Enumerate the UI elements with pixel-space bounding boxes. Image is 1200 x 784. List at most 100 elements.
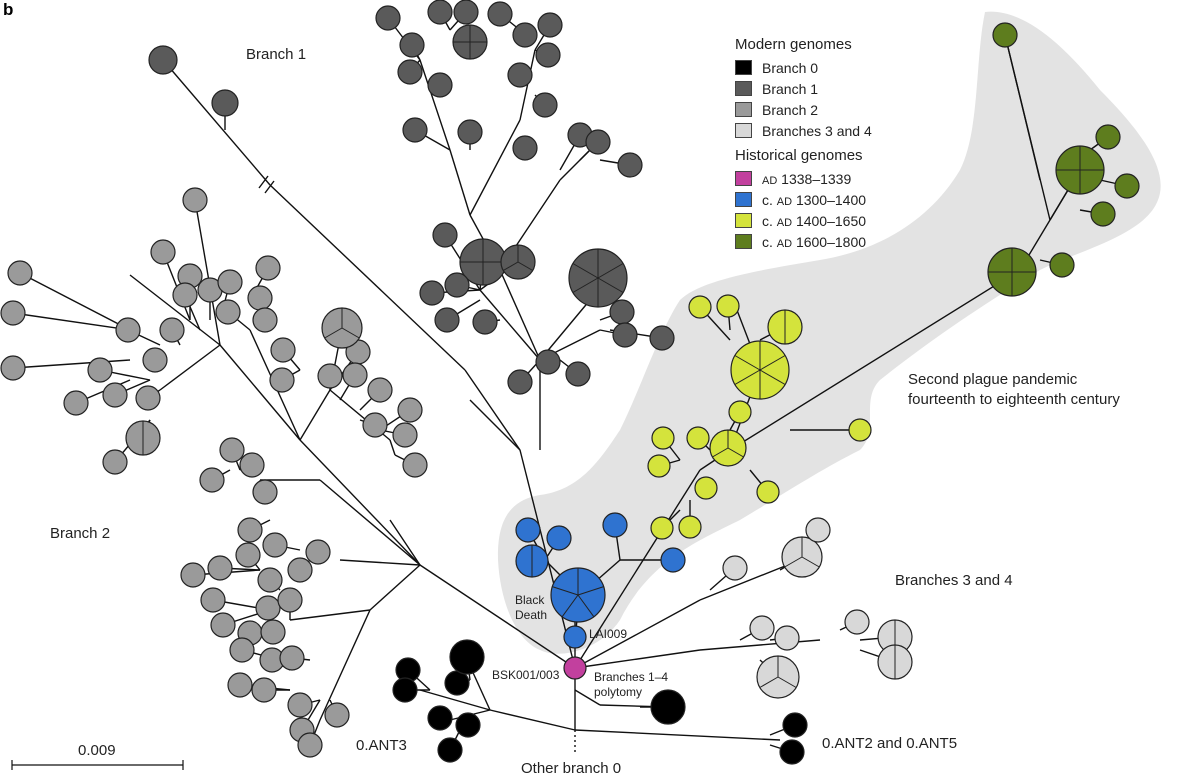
tree-edge (389, 439, 396, 456)
label-ant25: 0.ANT2 and 0.ANT5 (822, 735, 958, 752)
tree-edge (479, 289, 541, 361)
branch34-node (877, 644, 913, 680)
label-pandemic-1: Second plague pandemic (908, 371, 1078, 388)
label-black-death-2: Death (515, 608, 548, 622)
label-ant3: 0.ANT3 (356, 737, 407, 754)
branch0-node (782, 712, 808, 738)
branch0-node (449, 639, 485, 675)
ad1400-node (730, 340, 790, 400)
legend-item-ad1400: c. AD 1400–1650 (735, 210, 872, 231)
tree-edge (162, 59, 271, 186)
branch2-node (215, 299, 241, 325)
branch2-node (270, 337, 296, 363)
branch2-node (402, 452, 428, 478)
tree-edge (1004, 34, 1041, 181)
branch1-node (444, 272, 470, 298)
tree-edge (464, 369, 521, 451)
ad1600-node (987, 247, 1037, 297)
legend: Modern genomes Branch 0 Branch 1 Branch … (735, 36, 872, 252)
branch1-node (397, 59, 423, 85)
branch1-node (609, 299, 635, 325)
branch34-node (844, 609, 870, 635)
legend-label: Branches 3 and 4 (762, 122, 872, 139)
legend-item-branches34: Branches 3 and 4 (735, 120, 872, 141)
label-branch1: Branch 1 (246, 46, 307, 63)
branch34-node (722, 555, 748, 581)
tree-edge (469, 399, 521, 451)
tree-edge (574, 649, 701, 669)
ad1300-node (546, 525, 572, 551)
branch1-node (487, 1, 513, 27)
tree-edge (299, 389, 331, 441)
tree-edge (499, 269, 541, 361)
legend-item-branch0: Branch 0 (735, 57, 872, 78)
legend-item-branch2: Branch 2 (735, 99, 872, 120)
branch1-node (568, 248, 628, 308)
branch1-node (434, 307, 460, 333)
branch34-node (781, 536, 823, 578)
branch-break-mark (258, 175, 275, 194)
tree-edge (299, 439, 421, 566)
tree-edge (269, 184, 466, 371)
branch2-node (7, 260, 33, 286)
branch1-node (432, 222, 458, 248)
branch2-node (321, 307, 363, 349)
legend-swatch (735, 123, 752, 138)
branch2-node (239, 452, 265, 478)
branch2-node (102, 449, 128, 475)
tree-edge (469, 119, 521, 216)
branch0-node (392, 677, 418, 703)
lai009-node (563, 625, 587, 649)
branch1-node (649, 325, 675, 351)
tree-edge (219, 344, 301, 441)
branch2-node (297, 732, 323, 758)
legend-label: Branch 1 (762, 80, 819, 97)
branch1-node (500, 244, 536, 280)
branch1-node (427, 72, 453, 98)
ad1400-node (728, 400, 752, 424)
tree-edge (699, 559, 801, 601)
branch1-node (459, 238, 507, 286)
legend-item-ad1600: c. AD 1600–1800 (735, 231, 872, 252)
ad1600-node (992, 22, 1018, 48)
branch2-node (287, 557, 313, 583)
branch2-node (210, 612, 236, 638)
branch0-node (650, 689, 686, 725)
label-pandemic-2: fourteenth to eighteenth century (908, 391, 1120, 408)
branch1-node (612, 322, 638, 348)
legend-modern-title: Modern genomes (735, 36, 852, 53)
tree-edge (129, 274, 221, 346)
branch2-node (172, 282, 198, 308)
branch2-node (115, 317, 141, 343)
branch2-node (392, 422, 418, 448)
tree-edge (319, 609, 371, 721)
branch1-node (472, 309, 498, 335)
ad1600-node (1114, 173, 1140, 199)
tree-edge (289, 609, 371, 621)
label-bsk: BSK001/003 (492, 668, 560, 682)
polytomy-node (563, 656, 587, 680)
branch2-node (255, 595, 281, 621)
label-branch2: Branch 2 (50, 525, 111, 542)
branch1-node (617, 152, 643, 178)
legend-swatch (735, 60, 752, 75)
branch34-node (749, 615, 775, 641)
branch2-node (305, 539, 331, 565)
ad1400-node (651, 426, 675, 450)
branch2-node (182, 187, 208, 213)
branch2-node (262, 532, 288, 558)
tree-edge (19, 272, 131, 331)
branch34-node (774, 625, 800, 651)
branch2-node (207, 555, 233, 581)
legend-label: AD 1338–1339 (762, 170, 852, 187)
branch2-node (102, 382, 128, 408)
branch2-node (229, 637, 255, 663)
branch2-node (362, 412, 388, 438)
branch2-node (217, 269, 243, 295)
branch1-node (453, 0, 479, 25)
tree-edge (339, 559, 421, 566)
tree-edge (729, 269, 1021, 451)
branch1-node (148, 45, 178, 75)
ad1400-node (848, 418, 872, 442)
